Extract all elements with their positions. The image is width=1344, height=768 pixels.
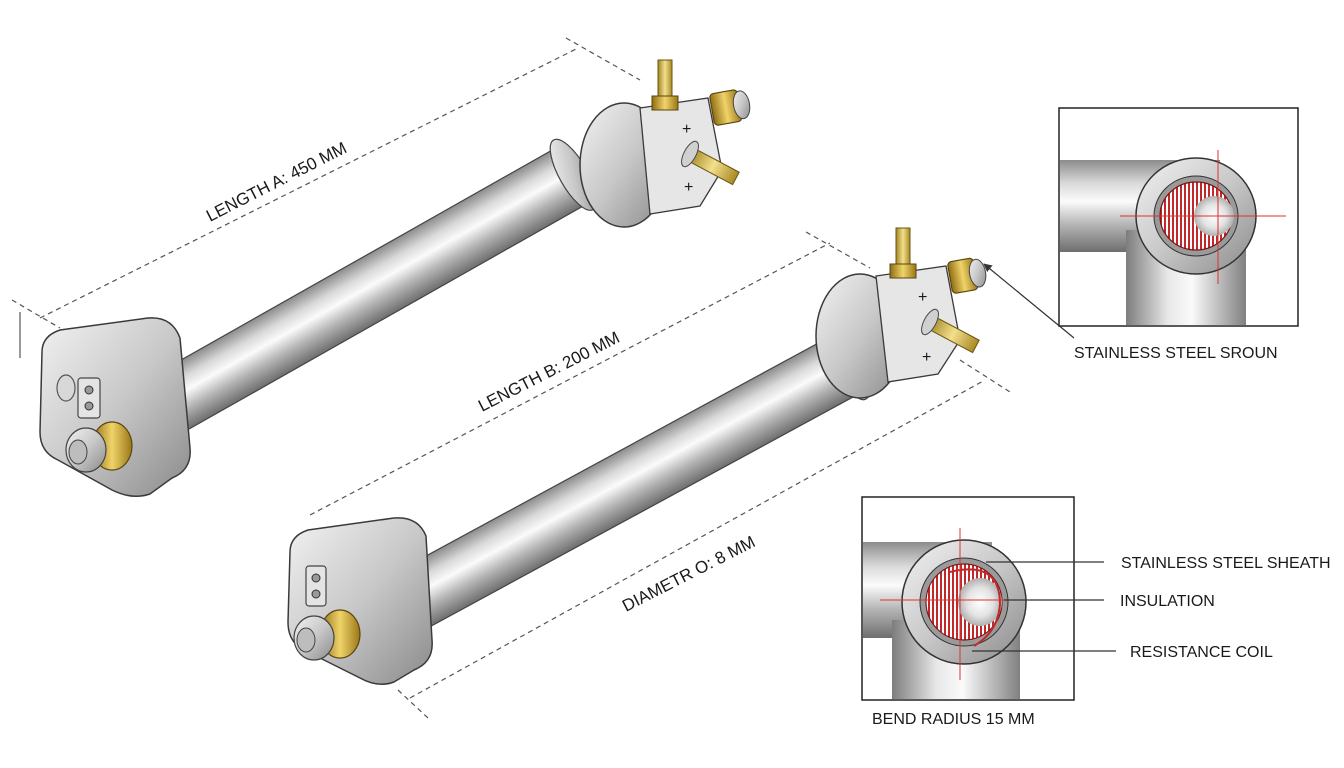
sheath-label: STAINLESS STEEL SHEATH (1121, 555, 1331, 572)
tube-a-flange-hole (56, 374, 76, 402)
detail-inset-bottom (861, 496, 1075, 701)
detail-bottom-leaders (972, 561, 1116, 652)
tube-b-thread-left-bore (296, 627, 316, 653)
heating-element-a: + + (39, 59, 751, 497)
length-b-label: LENGTH B: 200 MM (475, 328, 623, 416)
tube-a-plus-1: + (682, 121, 691, 138)
detail-inset-top (1058, 107, 1299, 327)
length-a-ext-left (11, 299, 61, 329)
tube-b-top-nut (889, 263, 917, 279)
diameter-ext-right (959, 359, 1011, 393)
tube-a-terminal-plate (77, 377, 101, 419)
length-a-label: LENGTH A: 450 MM (203, 138, 350, 225)
tube-b-side-washer (921, 308, 939, 336)
tube-b-terminal-screw-2 (311, 589, 321, 599)
tube-a-top-nut (651, 95, 679, 111)
length-b-ext-right (805, 231, 871, 269)
length-a-ext-right (565, 37, 641, 81)
heating-element-b: + + (287, 227, 987, 685)
tube-b-plus-2: + (922, 349, 931, 366)
coil-label: RESISTANCE COIL (1130, 644, 1273, 661)
tube-a-terminal-block (639, 97, 723, 215)
detail-top-label: STAINLESS STEEL SROUN (1074, 345, 1278, 362)
diameter-line (409, 379, 986, 699)
length-b-line (309, 242, 831, 516)
tube-a-thread-left-bore (68, 439, 88, 465)
detail-bottom-coil-wire (949, 568, 1002, 647)
diameter-label: DIAMETR O: 8 MM (619, 532, 758, 615)
detail-top-leader (983, 263, 1075, 339)
diameter-ext-left (397, 689, 429, 719)
tube-b-plus-1: + (918, 289, 927, 306)
tube-a-body (123, 145, 592, 449)
insulation-label: INSULATION (1120, 593, 1215, 610)
tube-b-terminal-plate (305, 565, 327, 607)
tube-a-terminal-screw-1 (84, 385, 94, 395)
tube-a-plus-2: + (684, 179, 693, 196)
tube-a-terminal-screw-2 (84, 401, 94, 411)
tube-b-terminal-screw-1 (311, 573, 321, 583)
dimension-lines (11, 37, 1011, 719)
tube-a-side-washer (681, 140, 699, 168)
detail-bottom-core (958, 578, 1002, 626)
tube-a-right-thread (732, 90, 751, 120)
length-a-line (39, 47, 579, 319)
bend-radius-caption: BEND RADIUS 15 MM (872, 711, 1035, 728)
tube-b-terminal-block (875, 265, 961, 383)
